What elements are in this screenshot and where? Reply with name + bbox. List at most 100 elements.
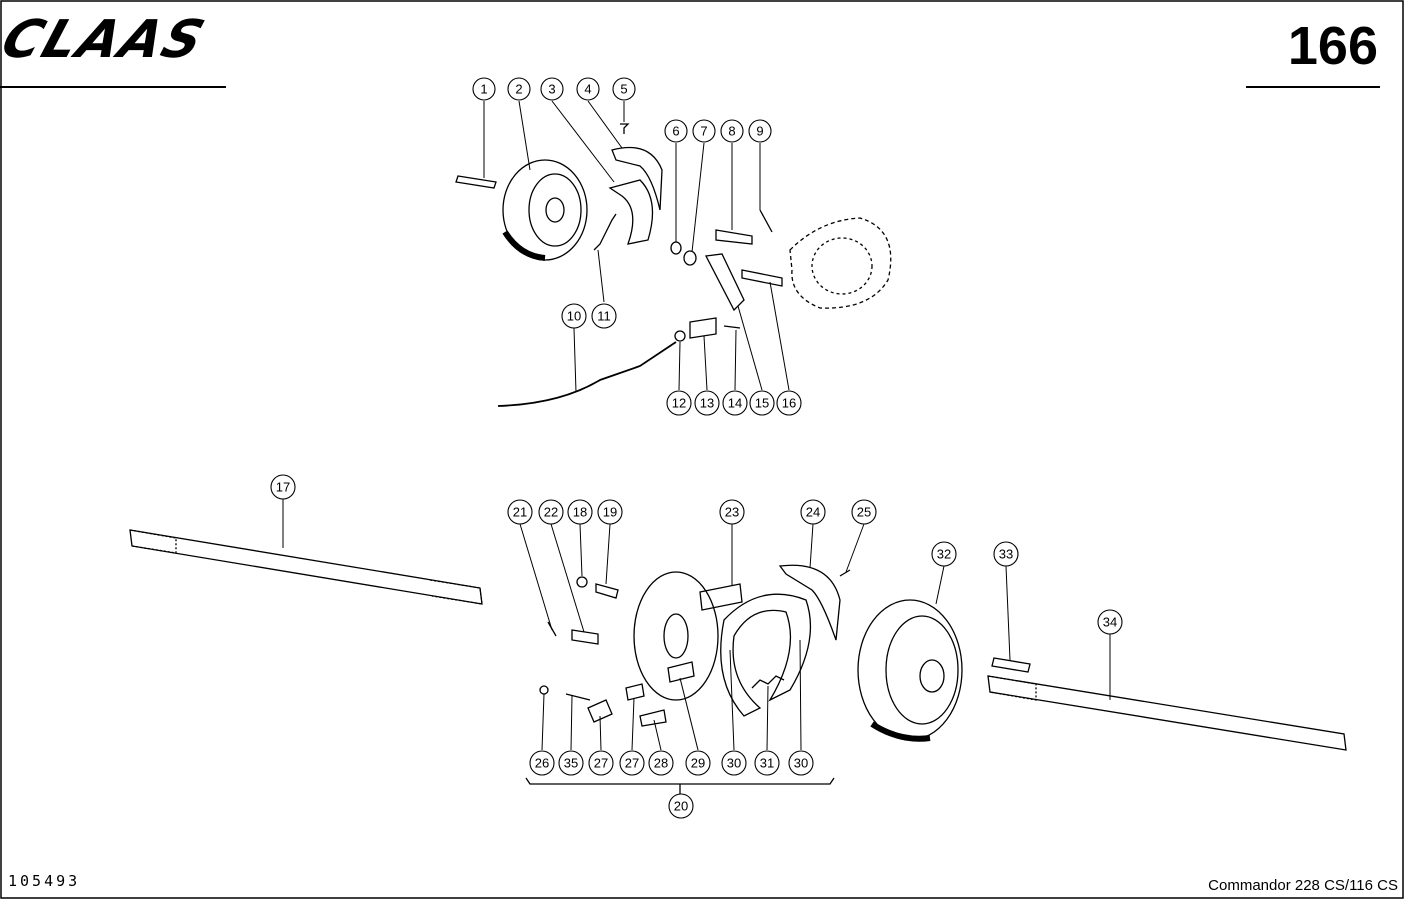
rivet-part <box>620 123 630 134</box>
leader-19 <box>605 523 611 585</box>
callout-31: 31 <box>754 750 780 776</box>
callout-label: 22 <box>544 505 558 520</box>
callout-label: 30 <box>794 756 808 771</box>
wheel-cylinder-part <box>699 583 743 611</box>
callout-30b: 30 <box>788 750 814 776</box>
leader-lines <box>282 100 1111 751</box>
callout-15: 15 <box>749 390 775 416</box>
nut-part <box>674 330 686 342</box>
leader-21 <box>519 523 553 631</box>
lining-part <box>611 146 663 211</box>
shoe-spring-part <box>751 675 785 689</box>
part-29 <box>667 661 695 683</box>
callout-label: 17 <box>276 480 290 495</box>
bolt-part-19 <box>595 583 619 599</box>
page-number: 166 <box>1287 16 1378 76</box>
upper-assembly <box>455 123 892 407</box>
callout-label: 2 <box>515 82 522 97</box>
header-rule-right <box>1246 86 1380 88</box>
brake-shoe-assembly <box>720 593 812 717</box>
housing-outline <box>789 217 892 309</box>
callout-label: 11 <box>597 309 611 324</box>
callout-21: 21 <box>507 499 533 525</box>
callout-23: 23 <box>719 499 745 525</box>
callout-label: 25 <box>857 505 871 520</box>
nut-part-18 <box>576 576 588 588</box>
leader-14 <box>734 329 737 391</box>
callout-12: 12 <box>666 390 692 416</box>
spline-right <box>429 579 483 605</box>
backplate-hole <box>663 613 689 659</box>
callout-17: 17 <box>270 474 296 500</box>
leader-27b <box>631 697 635 751</box>
leader-29 <box>679 677 699 751</box>
callout-20: 20 <box>668 793 694 819</box>
leader-32 <box>935 565 945 605</box>
callout-label: 18 <box>573 505 587 520</box>
cable-part <box>497 341 677 407</box>
callout-label: 27 <box>625 756 639 771</box>
pin-part <box>759 209 773 233</box>
axle-shaft-right <box>987 675 1347 751</box>
callout-label: 5 <box>620 82 627 97</box>
callout-label: 31 <box>760 756 774 771</box>
callout-28: 28 <box>648 750 674 776</box>
leader-27 <box>599 715 602 751</box>
leader-35 <box>570 695 573 751</box>
callout-16: 16 <box>776 390 802 416</box>
callout-32: 32 <box>931 541 957 567</box>
part-27b <box>625 683 645 701</box>
callout-2: 2 <box>507 77 531 101</box>
callout-label: 4 <box>584 82 591 97</box>
callout-8: 8 <box>720 119 744 143</box>
callout-label: 33 <box>999 547 1013 562</box>
brake-drum-32-inner <box>885 615 959 725</box>
callout-label: 27 <box>594 756 608 771</box>
callout-label: 34 <box>1103 615 1117 630</box>
callout-label: 9 <box>756 124 763 139</box>
callout-27: 27 <box>588 750 614 776</box>
lower-assembly <box>129 529 1347 794</box>
callout-30: 30 <box>721 750 747 776</box>
callout-3: 3 <box>540 77 564 101</box>
callout-18: 18 <box>567 499 593 525</box>
housing-bore <box>811 237 873 295</box>
callout-label: 15 <box>755 396 769 411</box>
callout-25: 25 <box>851 499 877 525</box>
washer-part-2 <box>683 250 697 266</box>
callout-label: 20 <box>674 799 688 814</box>
callout-34: 34 <box>1097 609 1123 635</box>
callout-label: 32 <box>937 547 951 562</box>
callout-26: 26 <box>529 750 555 776</box>
leader-7 <box>691 142 705 253</box>
clevis-pin-part <box>723 325 741 329</box>
callout-10: 10 <box>561 303 587 329</box>
callout-label: 21 <box>513 505 527 520</box>
lining-part-24 <box>778 564 841 641</box>
model-name: Commandor 228 CS/116 CS <box>1208 877 1398 894</box>
callout-label: 26 <box>535 756 549 771</box>
callout-7: 7 <box>692 119 716 143</box>
brake-drum-shade <box>502 230 546 261</box>
document-number: 105493 <box>8 872 81 890</box>
assembly-bracket <box>525 777 835 785</box>
brake-drum-inner <box>528 173 582 247</box>
bolt-part <box>715 229 753 245</box>
leader-30b <box>799 639 802 751</box>
part-26 <box>539 685 549 695</box>
callout-4: 4 <box>576 77 600 101</box>
spline-right-34 <box>987 675 1037 701</box>
callout-13: 13 <box>694 390 720 416</box>
callout-label: 1 <box>480 82 487 97</box>
part-35 <box>565 693 591 701</box>
callout-24: 24 <box>800 499 826 525</box>
callout-label: 16 <box>782 396 796 411</box>
callout-19: 19 <box>597 499 623 525</box>
brake-drum-32 <box>857 599 963 741</box>
leader-15 <box>737 305 763 391</box>
callout-bubbles: 1 2 3 4 5 6 7 8 9 10 11 12 13 14 15 16 1… <box>270 77 1123 819</box>
callout-label: 23 <box>725 505 739 520</box>
leader-22 <box>550 523 585 633</box>
